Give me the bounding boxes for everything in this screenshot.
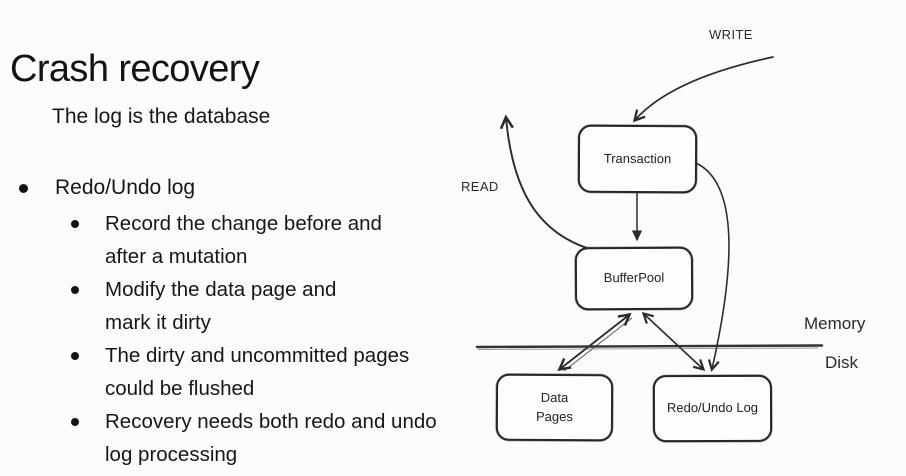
slide-subtitle: The log is the database	[52, 105, 271, 128]
node-redo-undo-log: Redo/Undo Log	[652, 374, 773, 443]
sub-bullet-dirty-pages-cont: could be flushed	[0, 372, 470, 405]
bullet-dot	[71, 352, 79, 360]
bullet-list: Redo/Undo log Record the change before a…	[0, 171, 470, 471]
node-label: Transaction	[603, 150, 672, 167]
disk-label: Disk	[825, 353, 859, 372]
bullet-dot	[19, 184, 28, 193]
memory-label: Memory	[804, 314, 866, 333]
arrow-bufferpool-datapages	[557, 312, 632, 372]
arrow-bufferpool-redolog	[641, 311, 706, 372]
memory-disk-divider	[475, 344, 824, 349]
bullet-dot	[71, 286, 79, 294]
node-transaction: Transaction	[577, 124, 698, 194]
sub-bullet-modify-page-cont: mark it dirty	[0, 306, 470, 339]
write-label: WRITE	[709, 27, 753, 42]
sub-bullet-text: mark it dirty	[105, 311, 211, 334]
node-label-line1: Data	[540, 390, 569, 406]
sub-bullet-text: Record the change before and	[105, 212, 382, 235]
memory-disk-divider-sketch	[477, 347, 819, 350]
node-label: BufferPool	[603, 270, 665, 286]
sub-bullet-text: The dirty and uncommitted pages	[105, 344, 410, 367]
bullet-dot	[71, 220, 79, 228]
bullet-item-redo-undo-log: Redo/Undo log	[0, 171, 470, 204]
arrow-write-to-transaction	[632, 56, 774, 123]
sub-bullet-text: Modify the data page and	[105, 278, 337, 301]
sub-bullet-text: log processing	[105, 443, 238, 466]
bullet-label: Redo/Undo log	[55, 176, 196, 199]
node-label-line2: Pages	[535, 408, 573, 424]
sub-bullet-record-change-cont: after a mutation	[0, 240, 470, 273]
node-data-pages: Data Pages	[495, 373, 614, 442]
sub-bullet-text: after a mutation	[105, 245, 248, 268]
arrow-bufferpool-datapages-sketch	[563, 317, 633, 372]
arrow-transaction-to-redolog	[695, 162, 730, 372]
sub-bullet-recovery-processing-cont: log processing	[0, 438, 470, 471]
sub-bullet-recovery-processing: Recovery needs both redo and undo	[0, 405, 470, 438]
read-label: READ	[461, 179, 499, 194]
page-title: Crash recovery	[10, 48, 260, 90]
bullet-dot	[71, 418, 79, 426]
node-label: Redo/Undo Log	[666, 400, 759, 416]
node-label: Data Pages	[536, 389, 573, 426]
sub-bullet-text: could be flushed	[105, 377, 255, 400]
sub-bullet-text: Recovery needs both redo and undo	[105, 410, 437, 433]
sub-bullet-modify-page: Modify the data page and	[0, 273, 470, 306]
sub-bullet-dirty-pages: The dirty and uncommitted pages	[0, 339, 470, 372]
node-bufferpool: BufferPool	[574, 246, 694, 311]
sub-bullet-record-change: Record the change before and	[0, 207, 470, 240]
